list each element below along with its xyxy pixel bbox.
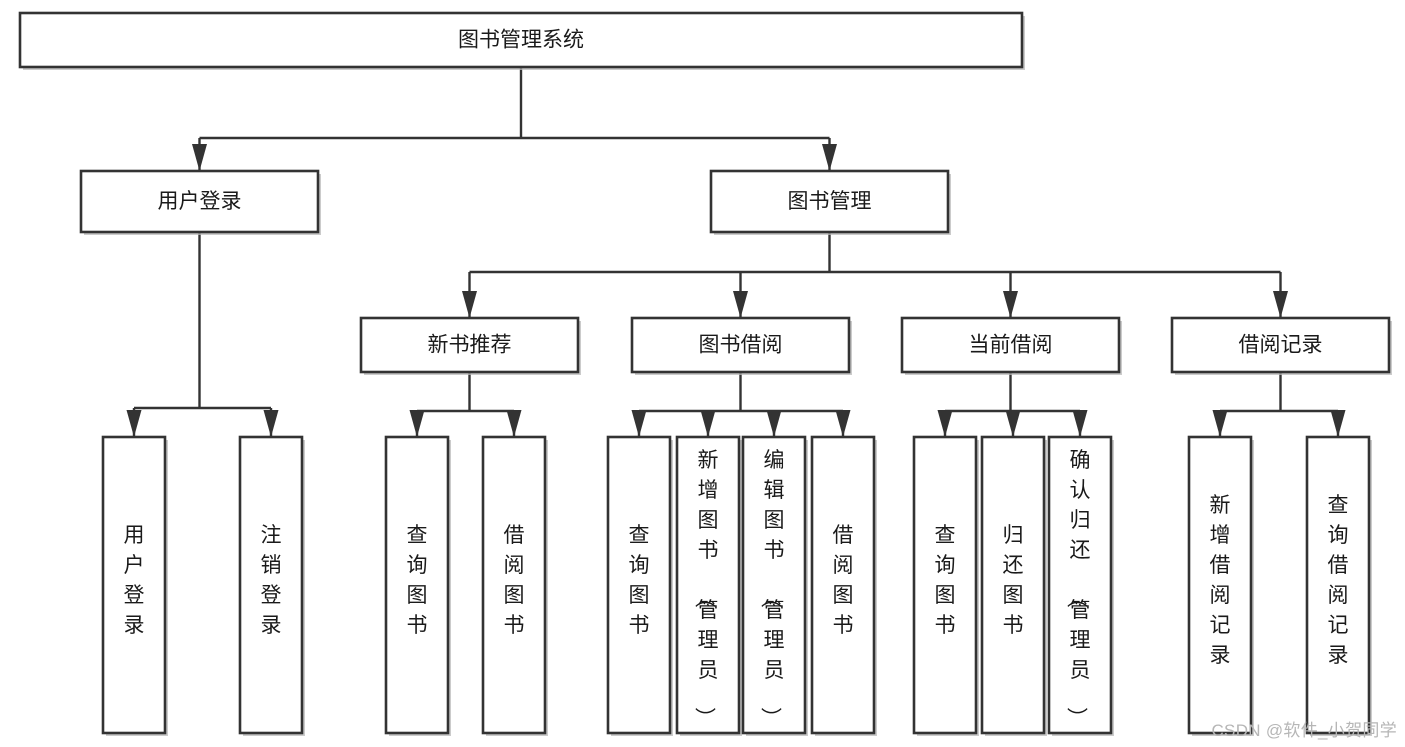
node-label: 图书管理系统: [458, 29, 584, 52]
node-rect[interactable]: [359, 316, 580, 374]
node-rect[interactable]: [606, 435, 672, 735]
node-rect[interactable]: [1187, 435, 1253, 735]
node-rect[interactable]: [900, 316, 1121, 374]
arrow-head-icon: [1330, 410, 1346, 437]
node-leaf-6[interactable]: 编辑图书（管理员）: [741, 435, 808, 736]
node-label: 确认归还（管理员）: [1065, 449, 1091, 728]
arrow-head-icon: [1003, 291, 1018, 318]
node-label: 用户登录: [158, 190, 242, 213]
node-rect[interactable]: [980, 435, 1046, 735]
node-leaf-10[interactable]: 确认归还（管理员）: [1047, 435, 1114, 736]
node-leaf-3[interactable]: 借阅图书: [481, 435, 548, 736]
node-tier2-0[interactable]: 用户登录: [79, 169, 321, 235]
node-label: 借阅记录: [1239, 334, 1323, 357]
node-leaf-9[interactable]: 归还图书: [980, 435, 1047, 736]
arrow-head-icon: [766, 410, 782, 437]
node-rect[interactable]: [481, 435, 547, 735]
node-rect[interactable]: [709, 169, 950, 234]
arrow-head-icon: [835, 410, 851, 437]
node-label: 用户登录: [124, 524, 145, 637]
node-label: 新增图书（管理员）: [693, 449, 719, 728]
watermark-text: CSDN @软件_小贺同学: [1211, 721, 1397, 740]
node-label: 查询图书: [407, 524, 428, 637]
node-label: 注销登录: [261, 524, 282, 637]
node-rect[interactable]: [79, 169, 320, 234]
node-rect[interactable]: [810, 435, 876, 735]
node-label: 查询图书: [935, 524, 956, 637]
node-tier3-2[interactable]: 当前借阅: [900, 316, 1122, 375]
node-label: 编辑图书（管理员）: [759, 449, 785, 728]
node-rect[interactable]: [18, 11, 1024, 69]
node-label: 归还图书: [1003, 524, 1024, 637]
arrow-head-icon: [409, 410, 425, 437]
arrow-head-icon: [822, 144, 837, 171]
node-label: 新书推荐: [428, 334, 512, 357]
node-label: 查询借阅记录: [1328, 494, 1349, 667]
node-leaf-12[interactable]: 查询借阅记录: [1305, 435, 1372, 736]
node-leaf-1[interactable]: 注销登录: [238, 435, 305, 736]
node-leaf-4[interactable]: 查询图书: [606, 435, 673, 736]
node-leaf-0[interactable]: 用户登录: [101, 435, 168, 736]
arrow-head-icon: [1212, 410, 1228, 437]
node-label: 借阅图书: [504, 524, 525, 637]
arrow-head-icon: [937, 410, 953, 437]
node-rect[interactable]: [1305, 435, 1371, 735]
node-rect[interactable]: [1170, 316, 1391, 374]
node-root-图书管理系统[interactable]: 图书管理系统: [18, 11, 1025, 70]
node-rect[interactable]: [741, 435, 807, 735]
arrow-head-icon: [1072, 410, 1088, 437]
node-tier3-3[interactable]: 借阅记录: [1170, 316, 1392, 375]
arrow-head-icon: [631, 410, 647, 437]
node-label: 查询图书: [629, 524, 650, 637]
node-label: 图书管理: [788, 190, 872, 213]
node-tier3-1[interactable]: 图书借阅: [630, 316, 852, 375]
node-label: 借阅图书: [833, 524, 854, 637]
node-rect[interactable]: [384, 435, 450, 735]
node-leaf-5[interactable]: 新增图书（管理员）: [675, 435, 742, 736]
node-rect[interactable]: [238, 435, 304, 735]
node-rect[interactable]: [101, 435, 167, 735]
node-rect[interactable]: [630, 316, 851, 374]
node-leaf-2[interactable]: 查询图书: [384, 435, 451, 736]
node-label: 新增借阅记录: [1210, 494, 1231, 667]
node-rect[interactable]: [675, 435, 741, 735]
arrow-head-icon: [192, 144, 207, 171]
node-leaf-8[interactable]: 查询图书: [912, 435, 979, 736]
arrow-head-icon: [126, 410, 142, 437]
node-leaf-7[interactable]: 借阅图书: [810, 435, 877, 736]
arrow-head-icon: [263, 410, 279, 437]
node-label: 当前借阅: [969, 334, 1053, 357]
node-label: 图书借阅: [699, 334, 783, 357]
arrow-head-icon: [506, 410, 522, 437]
node-rect[interactable]: [1047, 435, 1113, 735]
node-rect[interactable]: [912, 435, 978, 735]
arrow-head-icon: [462, 291, 477, 318]
arrow-head-icon: [700, 410, 716, 437]
arrow-head-icon: [1005, 410, 1021, 437]
arrow-head-icon: [733, 291, 748, 318]
node-tier2-1[interactable]: 图书管理: [709, 169, 951, 235]
arrow-head-icon: [1273, 291, 1288, 318]
node-leaf-11[interactable]: 新增借阅记录: [1187, 435, 1254, 736]
node-tier3-0[interactable]: 新书推荐: [359, 316, 581, 375]
